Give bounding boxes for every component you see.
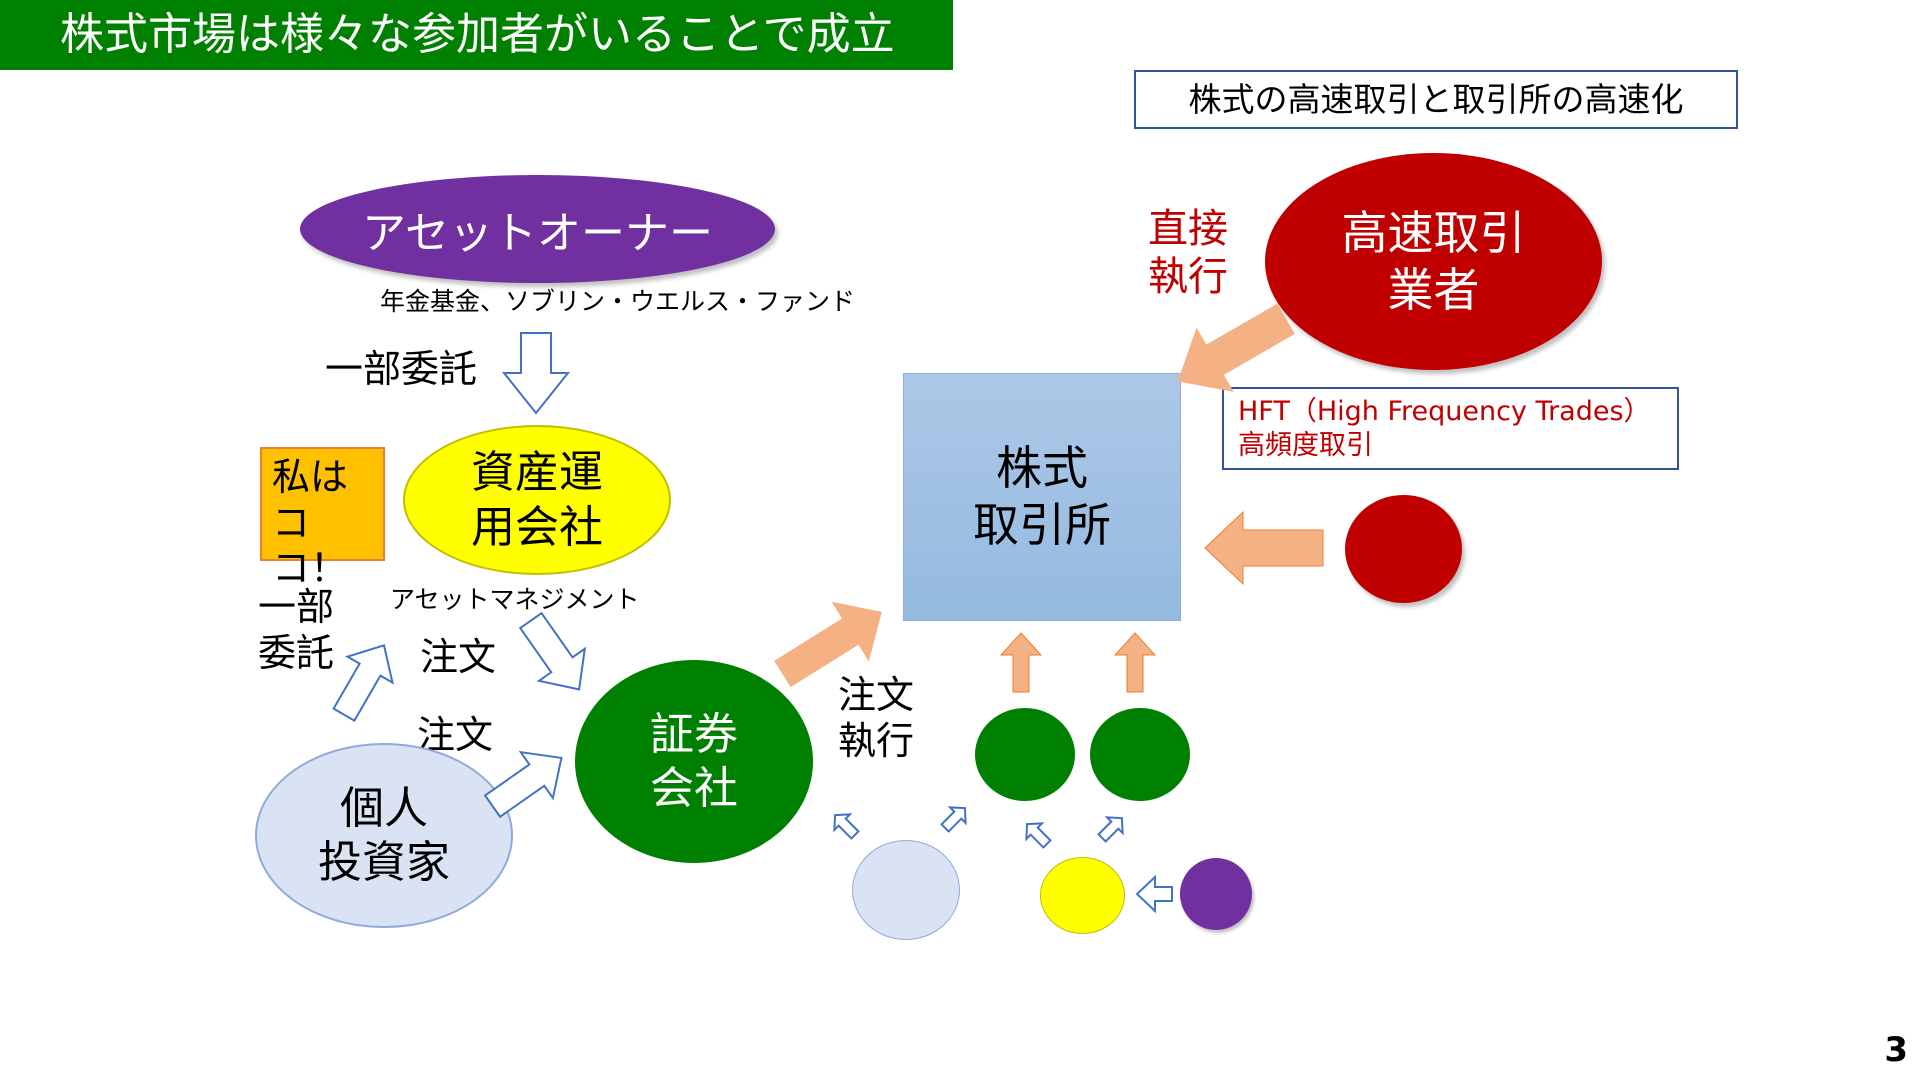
right-arrow-icon	[483, 750, 563, 819]
small-up-right-arrow-icon	[1097, 816, 1124, 843]
asset-owner-examples: 年金基金、ソブリン・ウエルス・ファンド	[380, 287, 856, 316]
individual-investor-label: 個人 投資家	[318, 782, 450, 888]
page-number: 3	[1884, 1030, 1908, 1070]
hft-firm-label: 高速取引 業者	[1341, 206, 1526, 317]
securities-small-node-1	[975, 708, 1075, 801]
down-arrow-icon	[501, 332, 571, 415]
subtitle-box: 株式の高速取引と取引所の高速化	[1134, 70, 1738, 129]
asset-manager-small-node	[1040, 857, 1125, 934]
small-up-left-arrow-icon	[833, 813, 860, 840]
order-upper-label: 注文	[420, 635, 497, 679]
hft-firm-node: 高速取引 業者	[1265, 153, 1602, 370]
hft-description-line2: 高頻度取引	[1238, 430, 1373, 461]
direct-execution-arrow-icon	[1177, 303, 1295, 392]
up-arrow-icon	[1113, 632, 1157, 693]
securities-company-label: 証券 会社	[650, 708, 738, 814]
left-arrow-icon	[1204, 510, 1324, 586]
securities-small-node-2	[1090, 708, 1190, 801]
stock-exchange-node: 株式 取引所	[903, 373, 1181, 621]
me-here-badge: 私は ココ！	[260, 447, 385, 590]
order-execution-arrow-icon	[774, 601, 882, 688]
individual-small-node	[852, 840, 960, 940]
asset-owner-label: アセットオーナー	[361, 208, 714, 259]
slide-title: 株式市場は様々な参加者がいることで成立	[0, 0, 953, 70]
up-right-arrow-icon	[332, 644, 395, 723]
partial-delegation-left-label: 一部 委託	[258, 585, 335, 675]
asset-owner-node: アセットオーナー	[300, 175, 775, 283]
asset-management-company-node: 資産運 用会社	[403, 425, 671, 575]
up-arrow-icon	[999, 632, 1043, 693]
asset-management-company-label: 資産運 用会社	[471, 447, 603, 553]
down-right-arrow-icon	[518, 611, 587, 691]
hft-description-line1: HFT（High Frequency Trades）	[1238, 396, 1651, 427]
asset-management-label: アセットマネジメント	[390, 585, 640, 614]
securities-company-node: 証券 会社	[575, 660, 813, 863]
small-up-right-arrow-icon	[940, 806, 967, 833]
small-left-arrow-icon	[1135, 874, 1173, 914]
stock-exchange-label: 株式 取引所	[973, 440, 1111, 553]
small-up-left-arrow-icon	[1025, 822, 1052, 849]
direct-execution-label: 直接 執行	[1148, 206, 1228, 300]
individual-investor-node: 個人 投資家	[255, 743, 513, 928]
hft-description-box: HFT（High Frequency Trades） 高頻度取引	[1222, 387, 1679, 470]
hft-small-node	[1345, 495, 1462, 603]
order-execution-label: 注文 執行	[838, 673, 915, 763]
asset-owner-small-node	[1180, 858, 1252, 930]
partial-delegation-top-label: 一部委託	[325, 347, 478, 391]
